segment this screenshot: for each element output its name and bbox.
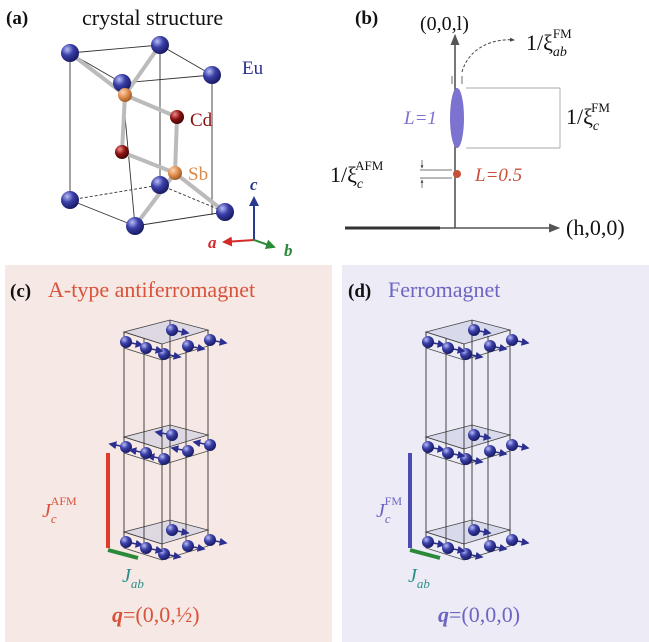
cd-label: Cd bbox=[190, 110, 213, 131]
eu-atom bbox=[120, 336, 132, 348]
panel-c: (c) A-type antiferromagnet JcAFM Ja bbox=[5, 265, 332, 642]
panel-d-background bbox=[342, 265, 649, 642]
eu-atom bbox=[422, 536, 434, 548]
panel-a-tag: (a) bbox=[6, 8, 28, 29]
afm-lattice bbox=[106, 319, 228, 561]
sb-atom bbox=[118, 88, 132, 102]
eu-atom bbox=[182, 340, 194, 352]
eu-atom bbox=[120, 536, 132, 548]
jab-fm-label: Jab bbox=[408, 565, 430, 591]
eu-atom bbox=[151, 36, 169, 54]
eu-atom bbox=[166, 429, 178, 441]
eu-atom bbox=[61, 44, 79, 62]
fm-lattice bbox=[408, 319, 530, 561]
l-axis-label: (0,0,l) bbox=[420, 13, 469, 35]
sb-label: Sb bbox=[188, 164, 208, 185]
sb-atom bbox=[168, 166, 182, 180]
xi-ab-fm-label: 1/ξabFM bbox=[526, 26, 572, 60]
eu-label: Eu bbox=[242, 58, 264, 79]
eu-atom bbox=[182, 445, 194, 457]
eu-atom bbox=[204, 334, 216, 346]
eu-atom bbox=[140, 342, 152, 354]
eu-atom bbox=[140, 447, 152, 459]
eu-atom bbox=[484, 445, 496, 457]
cd-atom bbox=[115, 145, 129, 159]
eu-atom bbox=[506, 534, 518, 546]
panel-a-title: crystal structure bbox=[82, 5, 223, 30]
panel-b: (b) (0,0,l) (h,0,0) L=1 L=0.5 1/ξcFM 1/ξ… bbox=[330, 8, 625, 240]
afm-peak bbox=[453, 170, 461, 178]
eu-atom bbox=[422, 336, 434, 348]
panel-d: (d) Ferromagnet JcFM Jab bbox=[342, 265, 649, 642]
cd-atom bbox=[170, 110, 184, 124]
eu-atom bbox=[422, 441, 434, 453]
eu-atom bbox=[182, 540, 194, 552]
crystal-axes: c a b bbox=[208, 175, 293, 260]
eu-atom bbox=[442, 447, 454, 459]
eu-atom bbox=[61, 191, 79, 209]
h-axis-label: (h,0,0) bbox=[566, 215, 625, 240]
jab-afm-label: Jab bbox=[122, 565, 144, 591]
fm-atoms bbox=[422, 324, 530, 560]
eu-atom bbox=[126, 217, 144, 235]
eu-atom bbox=[140, 542, 152, 554]
panel-b-tag: (b) bbox=[355, 8, 378, 29]
eu-atom bbox=[506, 334, 518, 346]
eu-atom bbox=[506, 439, 518, 451]
eu-atom bbox=[216, 203, 234, 221]
fm-peak-label: L=1 bbox=[403, 108, 437, 129]
eu-atom bbox=[113, 74, 131, 92]
bonds bbox=[68, 43, 227, 228]
jc-afm-label: JcAFM bbox=[42, 494, 77, 526]
eu-atom bbox=[468, 324, 480, 336]
eu-atom bbox=[166, 324, 178, 336]
panel-a: (a) crystal structure bbox=[6, 5, 293, 260]
eu-atom bbox=[468, 429, 480, 441]
jc-fm-label: JcFM bbox=[376, 494, 402, 526]
jab-bond bbox=[107, 548, 139, 560]
panel-d-title: Ferromagnet bbox=[388, 277, 500, 302]
axis-b-label: b bbox=[284, 241, 293, 260]
afm-peak-label: L=0.5 bbox=[474, 165, 522, 186]
eu-atom bbox=[204, 439, 216, 451]
eu-atom bbox=[484, 540, 496, 552]
xi-c-fm-label: 1/ξcFM bbox=[566, 100, 610, 134]
eu-atom bbox=[151, 176, 169, 194]
eu-atom bbox=[203, 66, 221, 84]
eu-atom bbox=[204, 534, 216, 546]
panel-d-tag: (d) bbox=[348, 281, 371, 302]
axis-a-label: a bbox=[208, 233, 217, 252]
afm-q-vector: q=(0,0,½) bbox=[112, 602, 200, 627]
eu-atom bbox=[120, 441, 132, 453]
eu-atom bbox=[484, 340, 496, 352]
xi-c-afm-label: 1/ξcAFM bbox=[330, 158, 384, 192]
jab-bond bbox=[409, 548, 441, 560]
eu-atom bbox=[442, 542, 454, 554]
axis-c-label: c bbox=[250, 175, 258, 194]
panel-c-title: A-type antiferromagnet bbox=[48, 277, 255, 302]
eu-atom bbox=[166, 524, 178, 536]
eu-atom bbox=[442, 342, 454, 354]
atoms bbox=[61, 36, 234, 235]
eu-atom bbox=[158, 453, 170, 465]
fm-q-vector: q=(0,0,0) bbox=[438, 602, 520, 627]
afm-atoms bbox=[108, 324, 228, 560]
eu-atom bbox=[468, 524, 480, 536]
fm-peak bbox=[450, 88, 464, 148]
panel-c-tag: (c) bbox=[10, 281, 31, 302]
